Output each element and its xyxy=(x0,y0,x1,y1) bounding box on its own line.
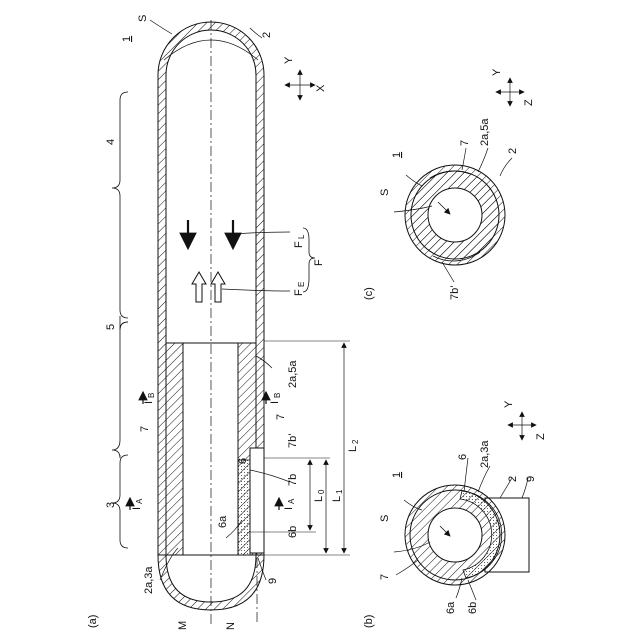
axis-y-b: Y xyxy=(503,400,515,408)
ref-L2: L xyxy=(347,446,359,452)
ref-7-c: 7 xyxy=(459,140,471,146)
ref-IB-left: I xyxy=(143,401,155,404)
ref-6b-a: 6b xyxy=(287,526,299,538)
ref-section-3: 3 xyxy=(105,502,117,508)
axis-z-b: Z xyxy=(535,433,547,440)
ref-F: F xyxy=(313,259,325,266)
wick-6 xyxy=(238,460,250,555)
ref-6b-b: 6b xyxy=(467,602,479,614)
axis-y-c: Y xyxy=(491,68,503,76)
ref-device-a: 1 xyxy=(121,36,133,42)
axis-x-a: X xyxy=(315,84,327,92)
ref-FE-sub: E xyxy=(297,282,306,287)
ref-6a-a: 6a xyxy=(217,515,229,528)
flow-arrow-vapour-1 xyxy=(192,272,206,302)
ref-L2-sub: 2 xyxy=(351,439,360,444)
ref-7b-prime-c: 7b’ xyxy=(449,285,461,300)
label-fig-b: (b) xyxy=(363,615,375,628)
label-fig-a: (a) xyxy=(87,615,99,628)
ref-L0-sub: 0 xyxy=(317,489,326,494)
label-fig-c: (c) xyxy=(363,287,375,300)
ref-FE: F xyxy=(293,289,305,296)
ref-IA-right-sub: A xyxy=(287,498,296,504)
ref-section-4: 4 xyxy=(105,139,117,145)
ref-L1: L xyxy=(331,496,343,502)
ref-9-a: 9 xyxy=(267,578,279,584)
figure-c xyxy=(394,78,524,282)
ref-2a3a-b: 2a,3a xyxy=(479,440,491,468)
brace-section-3 xyxy=(112,455,128,548)
figure-b xyxy=(394,412,536,600)
ref-device-b: 1 xyxy=(391,472,403,478)
ref-S-b: S xyxy=(379,515,391,522)
fixing-part-9 xyxy=(250,448,264,553)
ref-N: N xyxy=(225,622,237,630)
ref-S-a: S xyxy=(137,15,149,22)
ref-IA-right: I xyxy=(283,507,295,510)
ref-7-a-left: 7 xyxy=(139,426,151,432)
axis-z-c: Z xyxy=(523,99,535,106)
ref-IB-left-sub: B xyxy=(147,393,156,398)
ref-FL: F xyxy=(293,241,305,248)
ref-FL-sub: L xyxy=(297,234,306,239)
ref-2-a: 2 xyxy=(261,32,273,38)
space-S-c xyxy=(428,188,482,242)
ref-section-5: 5 xyxy=(105,324,117,330)
brace-section-4 xyxy=(112,92,128,318)
ref-IA-left-sub: A xyxy=(135,498,144,504)
flow-arrow-vapour-2 xyxy=(211,272,225,302)
axis-y-a: Y xyxy=(283,56,295,64)
ref-device-c: 1 xyxy=(391,152,403,158)
ref-2a5a-c: 2a,5a xyxy=(479,118,491,146)
ref-IB-right-sub: B xyxy=(273,393,282,398)
ref-IA-left: I xyxy=(131,507,143,510)
ref-6-b: 6 xyxy=(457,454,469,460)
ref-9-b: 9 xyxy=(525,476,537,482)
ref-7-a-right: 7 xyxy=(275,414,287,420)
ref-7b-a: 7b xyxy=(287,474,299,486)
ref-6-a: 6 xyxy=(237,458,249,464)
ref-2a3a-a: 2a,3a xyxy=(143,566,155,594)
ref-2a5a-a: 2a,5a xyxy=(287,360,299,388)
figure-a xyxy=(112,20,350,625)
ref-S-c: S xyxy=(379,189,391,196)
ref-L1-sub: 1 xyxy=(335,489,344,494)
ref-M: M xyxy=(177,621,189,630)
ref-IB-right: I xyxy=(269,401,281,404)
space-S-b xyxy=(428,508,482,562)
ref-7-b: 7 xyxy=(379,574,391,580)
ref-2-c: 2 xyxy=(507,148,519,154)
ref-2-b: 2 xyxy=(507,476,519,482)
ref-6a-b: 6a xyxy=(445,601,457,614)
ref-7b-prime-a: 7b’ xyxy=(287,433,299,448)
ref-L0: L xyxy=(313,496,325,502)
filler-7-left xyxy=(166,343,183,555)
